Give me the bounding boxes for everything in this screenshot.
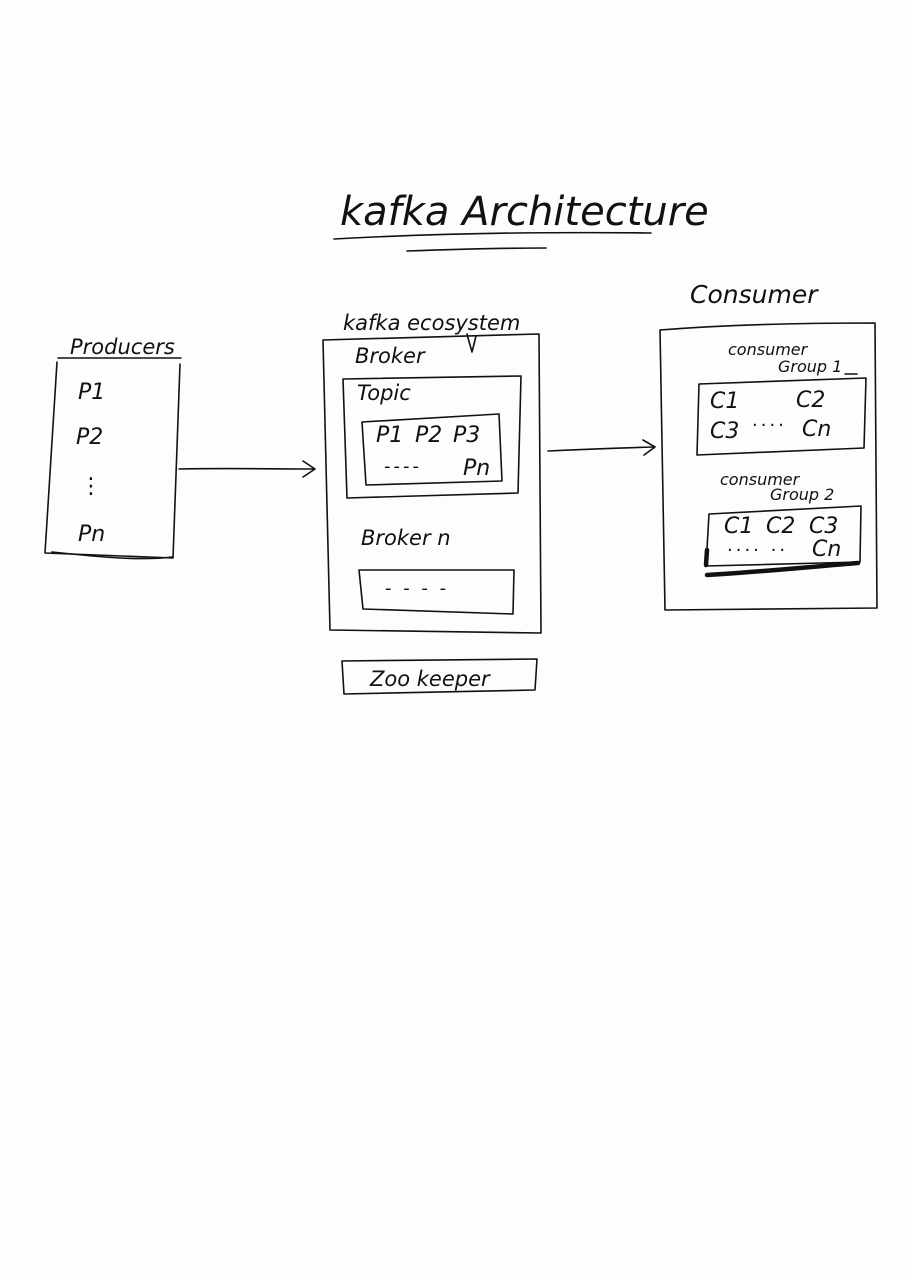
group1-consumer-c3: C3: [710, 419, 739, 444]
producers-ellipsis: ⋮: [80, 474, 102, 499]
diagram-title: kafka Architecture: [340, 189, 709, 235]
producer-item-n: Pn: [78, 522, 105, 547]
partition-p3: P3: [453, 423, 480, 448]
consumer-group-2-name: Group 2: [770, 485, 834, 504]
partition-p1: P1: [376, 423, 403, 448]
ecosystem-label: kafka ecosystem: [343, 311, 520, 335]
consumer-group-1-name: Group 1: [778, 357, 842, 376]
group1-ellipsis: ····: [752, 415, 787, 436]
producers-label: Producers: [70, 335, 175, 359]
group2-ellipsis: ···· ··: [727, 540, 788, 561]
ecosystem-box: [322, 333, 542, 634]
arrow-head-icon: [642, 439, 656, 456]
producer-item-2: P2: [76, 425, 103, 450]
partition-p2: P2: [415, 423, 442, 448]
topic-label: Topic: [357, 381, 411, 405]
broker-box: [342, 375, 522, 499]
consumer-group-1-box: [696, 377, 867, 456]
arrow-head-icon: [302, 460, 316, 478]
consumer-label: Consumer: [690, 280, 819, 309]
title-underline-2: [406, 247, 547, 252]
arrow-broker-to-consumer: [547, 446, 655, 452]
group2-consumer-c3: C3: [809, 514, 838, 539]
consumer-group-2-emphasis: [704, 560, 861, 578]
zookeeper-label: Zoo keeper: [369, 667, 491, 691]
group2-consumer-c1: C1: [724, 514, 753, 539]
broker-n-label: Broker n: [361, 526, 451, 550]
producers-box: [44, 361, 181, 559]
producer-item-1: P1: [78, 380, 105, 405]
consumer-group-2-label: consumer: [720, 470, 801, 489]
group1-consumer-c2: C2: [796, 388, 825, 413]
group1-consumer-c1: C1: [710, 389, 739, 414]
consumer-group-1-label: consumer: [728, 340, 809, 359]
zookeeper-box: [341, 658, 538, 695]
broker-label: Broker: [355, 344, 426, 368]
title-underline-1: [333, 231, 652, 240]
broker-n-box: [358, 569, 515, 615]
consumer-box: [659, 322, 878, 611]
group2-consumer-c2: C2: [766, 514, 795, 539]
group1-consumer-cn: Cn: [802, 417, 831, 442]
group2-consumer-cn: Cn: [812, 537, 841, 562]
topic-box: [361, 413, 503, 486]
broker-n-placeholder: - - - -: [385, 578, 449, 599]
partition-ellipsis: ----: [384, 456, 422, 477]
partition-pn: Pn: [463, 456, 490, 481]
